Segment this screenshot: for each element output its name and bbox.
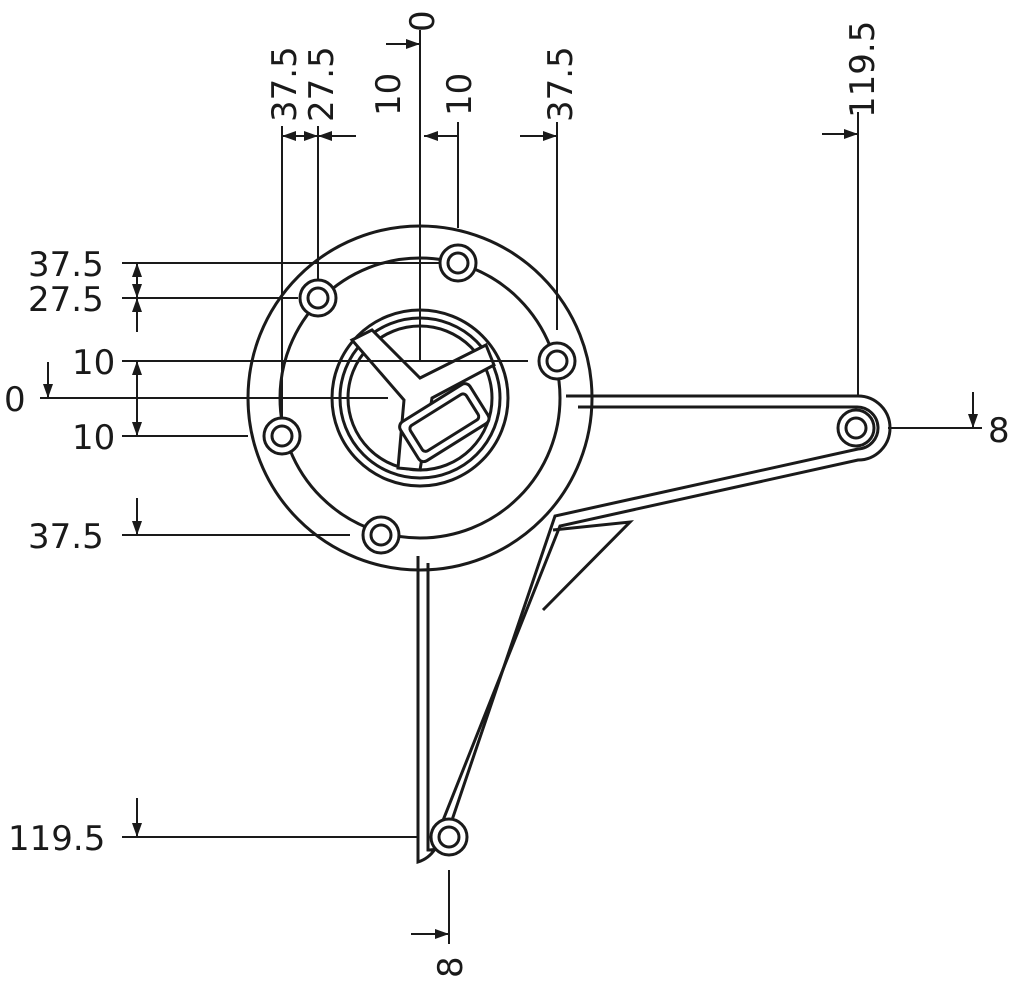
dim-label-left-y-pos-10: 10 bbox=[72, 418, 115, 458]
hole-top bbox=[438, 243, 478, 283]
dim-label-top-x-neg-10: 10 bbox=[369, 73, 409, 116]
dim-label-left-y-zero: 0 bbox=[4, 380, 26, 420]
dim-label-top-x-pos-119-5: 119.5 bbox=[843, 21, 883, 118]
dim-label-bottom-tip-offset: 8 bbox=[431, 956, 471, 978]
hub-spokes bbox=[349, 328, 496, 472]
hole-right bbox=[537, 341, 577, 381]
arm-outline-outer bbox=[416, 394, 892, 865]
dim-label-left-y-pos-37-5: 37.5 bbox=[28, 517, 104, 557]
arm-gusset bbox=[541, 520, 635, 612]
dim-label-top-x-pos-10: 10 bbox=[440, 73, 480, 116]
hub-lever-inner bbox=[408, 392, 481, 453]
arm-outline-inner bbox=[426, 405, 880, 852]
leg-arms bbox=[416, 394, 892, 865]
dimension-lines-vertical bbox=[281, 30, 859, 944]
hole-arm-right bbox=[836, 408, 876, 448]
dimension-arrows-left bbox=[43, 263, 978, 837]
hole-left bbox=[262, 416, 302, 456]
dim-label-top-x-pos-37-5: 37.5 bbox=[541, 46, 581, 122]
dim-label-left-y-pos-119-5: 119.5 bbox=[8, 819, 105, 859]
hole-arm-bottom bbox=[429, 817, 469, 857]
mounting-holes bbox=[262, 243, 876, 857]
dim-label-left-y-neg-37-5: 37.5 bbox=[28, 245, 104, 285]
dim-label-right-tip-offset: 8 bbox=[988, 411, 1010, 451]
dim-label-left-y-neg-10: 10 bbox=[72, 343, 115, 383]
hole-upper-left bbox=[298, 278, 338, 318]
dim-label-top-x-neg-27-5: 27.5 bbox=[302, 46, 342, 122]
left-dimension-labels: 37.5 27.5 10 0 10 37.5 119.5 bbox=[4, 245, 115, 859]
dim-label-top-x-neg-37-5: 37.5 bbox=[265, 46, 305, 122]
hole-bottom bbox=[361, 515, 401, 555]
dimension-arrows-top bbox=[282, 39, 858, 939]
dim-label-left-y-neg-27-5: 27.5 bbox=[28, 280, 104, 320]
dim-label-top-x-zero: 0 bbox=[403, 10, 443, 32]
top-dimension-labels: 37.5 27.5 10 0 10 37.5 119.5 bbox=[265, 10, 883, 122]
hub-lever bbox=[398, 382, 491, 464]
dimension-lines-horizontal bbox=[40, 262, 982, 838]
